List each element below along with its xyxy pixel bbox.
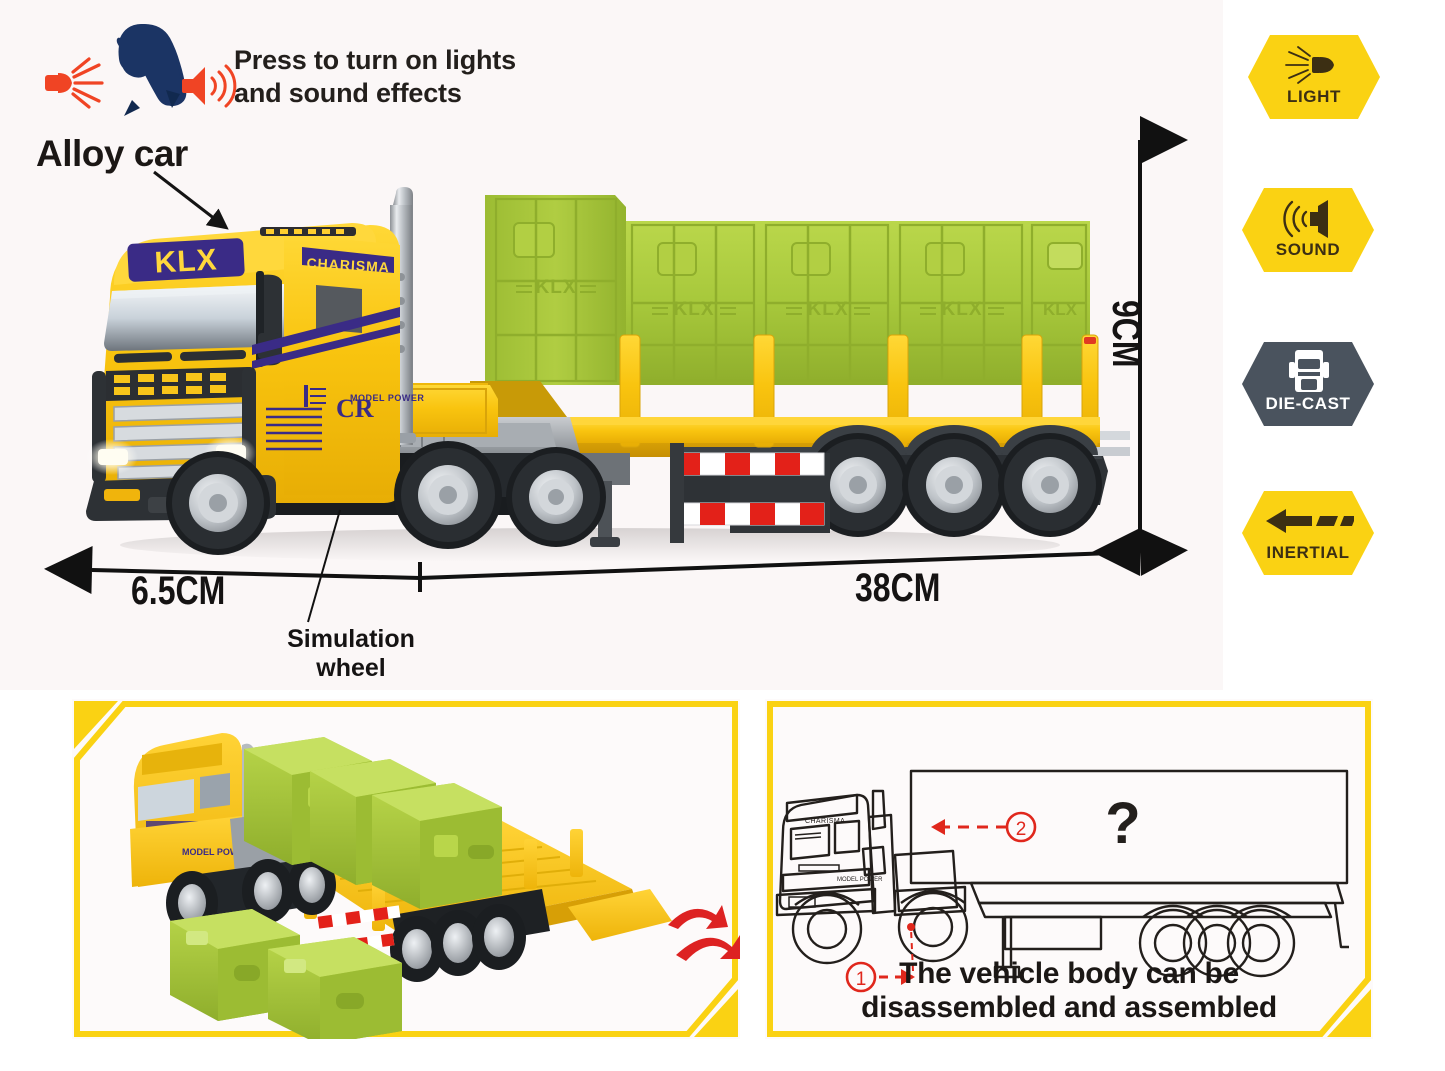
- badge-label: INERTIAL: [1266, 543, 1350, 562]
- badge-die-cast[interactable]: DIE-CAST: [1240, 340, 1376, 428]
- svg-text:KLX: KLX: [1043, 300, 1078, 319]
- badge-label: DIE-CAST: [1265, 394, 1351, 413]
- speaker-sound-icon: [182, 64, 237, 108]
- svg-text:2: 2: [1016, 819, 1027, 840]
- alloy-car-label: Alloy car: [36, 133, 188, 174]
- headlamp-icon: [1285, 46, 1334, 84]
- assembly-caption: The vehicle body can be disassembled and…: [861, 957, 1277, 1025]
- badge-inertial[interactable]: INERTIAL: [1240, 489, 1376, 577]
- badge-label: SOUND: [1275, 240, 1341, 259]
- svg-text:KLX: KLX: [674, 299, 715, 320]
- panel-frame-left: [74, 701, 738, 1037]
- svg-text:KLX: KLX: [154, 243, 219, 279]
- detachable-crates-illustration: MODEL POWER: [130, 733, 740, 1039]
- hexagon-shape: [1242, 188, 1374, 272]
- svg-text:?: ?: [1105, 791, 1140, 856]
- svg-text:CR: CR: [336, 394, 374, 423]
- hexagon-shape: [1242, 491, 1374, 575]
- svg-text:KLX: KLX: [808, 299, 849, 320]
- press-callout: Press to turn on lights and sound effect…: [36, 22, 556, 116]
- svg-text:CHARISMA: CHARISMA: [805, 818, 845, 825]
- simulation-wheel-label: Simulation wheel: [287, 625, 415, 682]
- assembly-line-drawing: CHARISMA MODEL POWER ? 2 1: [775, 769, 1349, 993]
- panel-assembly-diagram: CHARISMA MODEL POWER ? 2 1 The: [765, 699, 1373, 1039]
- motion-arrow-icon: [1266, 509, 1354, 533]
- svg-text:MODEL POWER: MODEL POWER: [182, 847, 251, 857]
- svg-text:CHARISMA: CHARISMA: [306, 255, 390, 275]
- panel-detachable-crates: MODEL POWER: [72, 699, 740, 1039]
- truck-front-icon: [1289, 350, 1329, 392]
- hexagon-shape: [1248, 35, 1380, 119]
- dimension-total-length: 38CM: [855, 566, 941, 610]
- panel-frame-right: [767, 701, 1371, 1037]
- svg-text:1: 1: [856, 969, 867, 990]
- truck-illustration: KLX KLX KLX: [70, 185, 1130, 575]
- speaker-icon: [1283, 200, 1328, 238]
- svg-text:MODEL POWER: MODEL POWER: [350, 393, 424, 403]
- badge-label: LIGHT: [1287, 87, 1341, 106]
- svg-text:KLX: KLX: [942, 299, 983, 320]
- dimension-height: 9CM: [1104, 300, 1148, 368]
- light-flash-icon: [45, 57, 104, 109]
- badge-light[interactable]: LIGHT: [1246, 33, 1382, 121]
- svg-text:MODEL POWER: MODEL POWER: [837, 877, 883, 883]
- press-callout-text: Press to turn on lights and sound effect…: [234, 45, 516, 108]
- pointing-hand-icon: [116, 24, 187, 116]
- badge-sound[interactable]: SOUND: [1240, 186, 1376, 274]
- svg-text:KLX: KLX: [536, 277, 577, 298]
- dimension-cab-length: 6.5CM: [131, 569, 226, 613]
- alloy-car-arrow-icon: [153, 170, 229, 230]
